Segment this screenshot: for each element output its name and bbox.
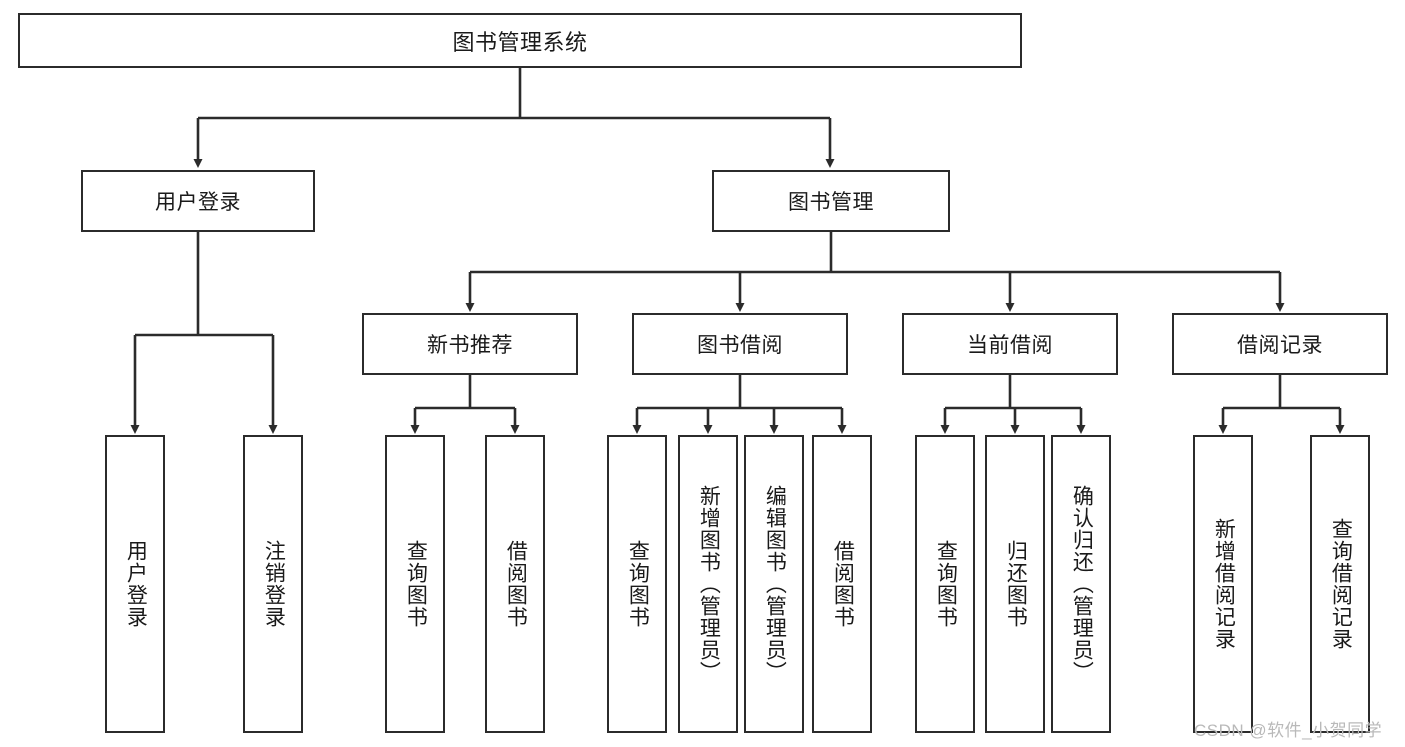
- node-current-borrow-label: 当前借阅: [967, 334, 1053, 357]
- node-root-label: 图书管理系统: [452, 29, 588, 55]
- node-book-borrow-label: 图书借阅: [697, 334, 783, 357]
- leaf-query-record-label: 查询借阅记录: [1329, 518, 1353, 650]
- csdn-watermark: CSDN @软件_小贺同学: [1194, 721, 1383, 740]
- node-book-manage-label: 图书管理: [788, 191, 874, 214]
- leaf-confirm-return-label: 确认归还（管理员）: [1070, 485, 1094, 683]
- leaf-query-book-2-label: 查询图书: [626, 540, 650, 628]
- leaf-query-book-3[interactable]: 查询图书: [915, 435, 975, 733]
- node-current-borrow[interactable]: 当前借阅: [902, 313, 1118, 375]
- leaf-logout-label: 注销登录: [262, 540, 286, 628]
- node-user-login-label: 用户登录: [155, 191, 241, 214]
- node-borrow-record-label: 借阅记录: [1237, 334, 1323, 357]
- leaf-return-book-label: 归还图书: [1004, 540, 1028, 628]
- node-book-manage[interactable]: 图书管理: [712, 170, 950, 232]
- leaf-query-book-1[interactable]: 查询图书: [385, 435, 445, 733]
- leaf-edit-book-label: 编辑图书（管理员）: [763, 485, 787, 683]
- leaf-borrow-book-1-label: 借阅图书: [504, 540, 528, 628]
- leaf-borrow-book-1[interactable]: 借阅图书: [485, 435, 545, 733]
- leaf-add-book[interactable]: 新增图书（管理员）: [678, 435, 738, 733]
- leaf-borrow-book-2-label: 借阅图书: [831, 540, 855, 628]
- leaf-query-book-3-label: 查询图书: [934, 540, 958, 628]
- leaf-user-login[interactable]: 用户登录: [105, 435, 165, 733]
- node-root[interactable]: 图书管理系统: [18, 13, 1022, 68]
- node-book-borrow[interactable]: 图书借阅: [632, 313, 848, 375]
- leaf-confirm-return[interactable]: 确认归还（管理员）: [1051, 435, 1111, 733]
- leaf-logout[interactable]: 注销登录: [243, 435, 303, 733]
- node-new-book-rec-label: 新书推荐: [427, 334, 513, 357]
- leaf-borrow-book-2[interactable]: 借阅图书: [812, 435, 872, 733]
- leaf-edit-book[interactable]: 编辑图书（管理员）: [744, 435, 804, 733]
- leaf-add-record-label: 新增借阅记录: [1212, 518, 1236, 650]
- leaf-query-book-2[interactable]: 查询图书: [607, 435, 667, 733]
- node-user-login[interactable]: 用户登录: [81, 170, 315, 232]
- leaf-add-record[interactable]: 新增借阅记录: [1193, 435, 1253, 733]
- leaf-user-login-label: 用户登录: [124, 540, 148, 628]
- leaf-return-book[interactable]: 归还图书: [985, 435, 1045, 733]
- leaf-query-book-1-label: 查询图书: [404, 540, 428, 628]
- leaf-add-book-label: 新增图书（管理员）: [697, 485, 721, 683]
- node-borrow-record[interactable]: 借阅记录: [1172, 313, 1388, 375]
- leaf-query-record[interactable]: 查询借阅记录: [1310, 435, 1370, 733]
- node-new-book-rec[interactable]: 新书推荐: [362, 313, 578, 375]
